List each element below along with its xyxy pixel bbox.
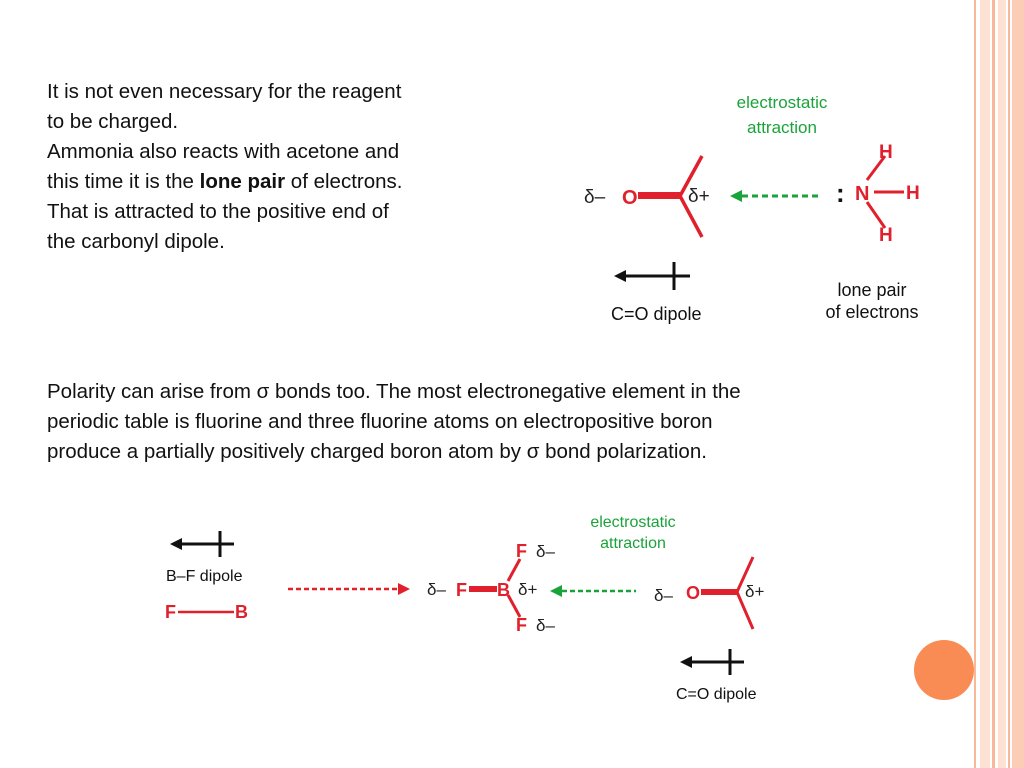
nh-bond-up: [865, 155, 887, 181]
hydrogen-atom: H: [879, 225, 893, 246]
carbonyl-bond: [701, 589, 737, 595]
carbon-bond-down: [735, 591, 755, 630]
delta-minus: δ–: [654, 586, 673, 605]
text-line: the carbonyl dipole.: [47, 230, 225, 253]
delta-plus: δ+: [745, 582, 764, 601]
delta-plus: δ+: [518, 580, 537, 599]
text-line: Ammonia also reacts with acetone and: [47, 140, 400, 163]
carbon-bond-up: [735, 556, 755, 593]
nh-bond-down: [865, 201, 887, 229]
dipole-arrow-symbol: [614, 262, 690, 290]
bf-dipole-label: B–F dipole: [166, 568, 243, 585]
attraction-label-line2: attraction: [600, 535, 666, 552]
diagram-ammonia-acetone: electrostatic attraction δ– O δ+ : N H H…: [584, 93, 920, 324]
delta-plus: δ+: [688, 186, 710, 207]
carbonyl-bond: [638, 192, 680, 199]
boron-atom: B: [497, 580, 510, 600]
lone-pair-label-line2: of electrons: [825, 302, 918, 322]
delta-minus: δ–: [427, 580, 446, 599]
fb-bond-thick: [469, 586, 497, 592]
fluorine-atom: F: [165, 602, 176, 622]
bf-dipole-arrow-symbol: [170, 531, 234, 557]
bold-term-lone-pair: lone pair: [199, 170, 286, 193]
attraction-label-line2: attraction: [747, 118, 817, 137]
hydrogen-atom: H: [906, 183, 920, 204]
text-span: of electrons.: [285, 170, 403, 193]
hydrogen-atom: H: [879, 142, 893, 163]
attraction-label-line1: electrostatic: [737, 93, 828, 112]
lone-pair-label-line1: lone pair: [837, 280, 906, 300]
paragraph-sigma-polarity: Polarity can arise from σ bonds too. The…: [47, 377, 927, 467]
carbon-bond-up: [678, 155, 704, 197]
attraction-arrow-green: [730, 190, 822, 202]
dipole-arrow-symbol: [680, 649, 744, 675]
dipole-label: C=O dipole: [676, 686, 757, 703]
attraction-arrow-green: [550, 585, 636, 597]
text-line: periodic table is fluorine and three flu…: [47, 410, 713, 433]
oxygen-atom: O: [686, 583, 700, 603]
bf-bond-down: [506, 594, 522, 618]
text-line: It is not even necessary for the reagent: [47, 80, 402, 103]
paragraph-ammonia: It is not even necessary for the reagent…: [47, 77, 507, 257]
delta-minus: δ–: [584, 187, 606, 208]
decorative-circle: [914, 640, 974, 700]
carbon-bond-down: [678, 195, 704, 238]
text-line: produce a partially positively charged b…: [47, 440, 707, 463]
fluorine-atom: F: [456, 580, 467, 600]
frame-stripes: [974, 0, 1024, 768]
nitrogen-atom: N: [855, 183, 869, 205]
fluorine-atom: F: [516, 615, 527, 635]
polarization-arrow-red: [288, 583, 410, 595]
oxygen-atom: O: [622, 187, 638, 209]
text-line: to be charged.: [47, 110, 179, 133]
text-line: this time it is the lone pair of electro…: [47, 167, 507, 197]
lone-pair-dots: :: [836, 178, 845, 208]
boron-atom: B: [235, 602, 248, 622]
dipole-label: C=O dipole: [611, 304, 702, 324]
fluorine-atom: F: [516, 541, 527, 561]
text-span: this time it is the: [47, 170, 200, 193]
attraction-label-line1: electrostatic: [590, 514, 675, 531]
delta-minus: δ–: [536, 542, 555, 561]
diagram-bf3-acetone: B–F dipole F B δ– F B F δ– δ+ F δ– elect…: [165, 514, 764, 703]
bf-bond-up: [506, 558, 522, 582]
text-line: Polarity can arise from σ bonds too. The…: [47, 380, 741, 403]
delta-minus: δ–: [536, 616, 555, 635]
text-line: That is attracted to the positive end of: [47, 200, 389, 223]
